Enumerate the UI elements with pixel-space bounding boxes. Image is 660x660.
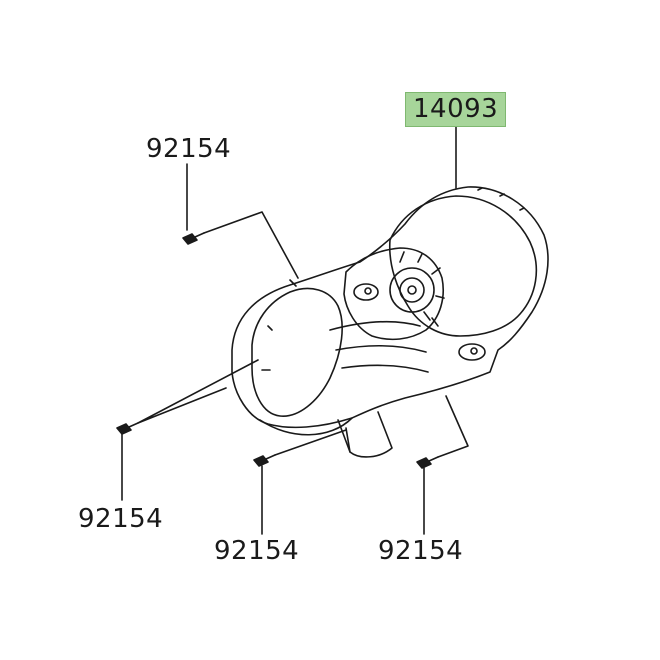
part-number-label-screw-bottom-center[interactable]: 92154 — [214, 536, 300, 566]
leader-line-screw-bottom-left-to-part — [137, 359, 259, 424]
leader-line-screw-bottom-center-to-part — [274, 429, 347, 456]
part-number-label-screw-bottom-right[interactable]: 92154 — [378, 536, 464, 566]
screw-bottom-left — [116, 422, 139, 435]
meter-cover-part — [231, 186, 549, 458]
leader-line-screw-top-left-to-part — [203, 211, 299, 279]
screw-bottom-right — [416, 456, 439, 469]
part-number-label-screw-bottom-left[interactable]: 92154 — [78, 504, 164, 534]
part-number-label-screw-top-left[interactable]: 92154 — [146, 134, 232, 164]
part-number-label-main[interactable]: 14093 — [405, 92, 507, 127]
leader-line-screw-bottom-right-to-part — [437, 395, 469, 458]
screw-top-left — [182, 232, 205, 245]
screw-bottom-center — [253, 454, 276, 467]
